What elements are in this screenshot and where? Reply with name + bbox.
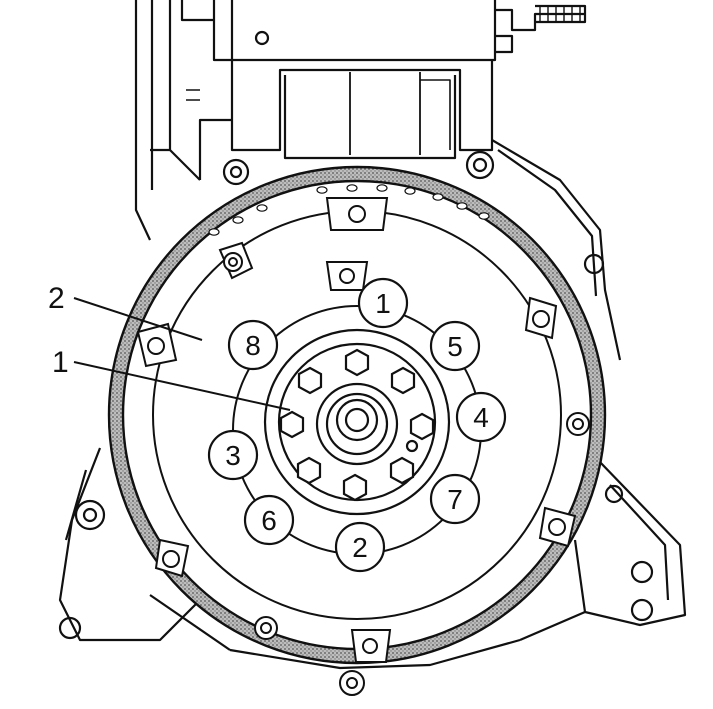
hub-bolts <box>279 348 435 502</box>
sequence-marker-6: 6 <box>243 494 295 546</box>
callouts: 2 1 <box>48 282 291 411</box>
engine-block <box>58 0 687 670</box>
callout-2: 2 <box>48 282 203 341</box>
sequence-label-8: 8 <box>245 330 261 361</box>
callout-label-2: 2 <box>48 282 65 315</box>
sequence-label-5: 5 <box>447 331 463 362</box>
sequence-label-7: 7 <box>447 484 463 515</box>
leader-line-2 <box>73 297 203 341</box>
tightening-sequence: 1 5 4 7 2 6 3 8 <box>207 277 507 573</box>
callout-label-1: 1 <box>52 346 69 379</box>
sequence-label-4: 4 <box>473 402 489 433</box>
sequence-label-2: 2 <box>352 532 368 563</box>
sequence-marker-5: 5 <box>429 320 481 372</box>
crankshaft-hub <box>263 328 451 516</box>
leader-line-1 <box>73 361 291 411</box>
callout-1: 1 <box>52 346 291 411</box>
sequence-marker-2: 2 <box>334 521 386 573</box>
sequence-marker-8: 8 <box>227 319 279 371</box>
sequence-label-6: 6 <box>261 505 277 536</box>
sequence-label-3: 3 <box>225 440 241 471</box>
sequence-marker-4: 4 <box>455 391 507 443</box>
sequence-marker-7: 7 <box>429 473 481 525</box>
sequence-marker-1: 1 <box>357 277 409 329</box>
sequence-marker-3: 3 <box>207 429 259 481</box>
sequence-label-1: 1 <box>375 288 391 319</box>
